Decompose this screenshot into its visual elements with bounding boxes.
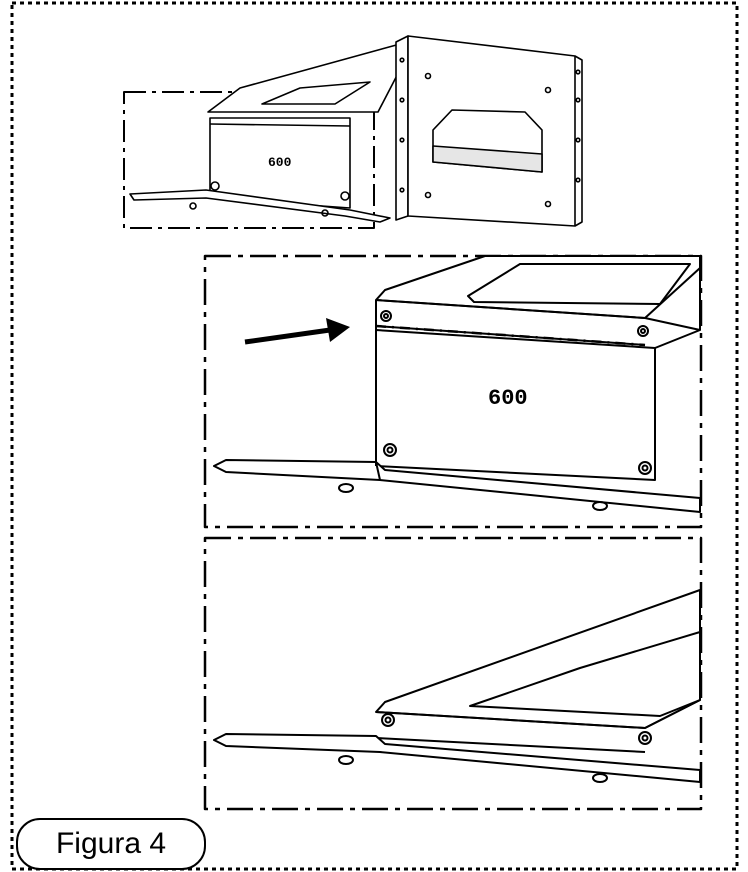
- figure-caption: Figura 4: [16, 818, 206, 870]
- detail-zoom-box-1: [203, 254, 703, 529]
- detail-bottom-rail: [213, 459, 701, 513]
- detail-tray-top: [375, 255, 701, 331]
- detail-illustration-step1: [203, 254, 703, 529]
- side-plate: [209, 117, 351, 209]
- detail-label-600: 600: [488, 386, 528, 411]
- arrow-icon: [244, 318, 350, 345]
- overview-illustration: [123, 35, 583, 229]
- detail-tray-recess: [467, 263, 691, 305]
- tray-recess: [261, 81, 371, 105]
- bottom-rail: [129, 189, 391, 223]
- overview-label-600: 600: [268, 155, 292, 170]
- outer-dashed-frame: [10, 1, 739, 871]
- detail2-tray-recess: [469, 631, 701, 717]
- detail-illustration-step2: [203, 536, 703, 811]
- detail2-tray-top: [375, 589, 701, 729]
- tray-top: [207, 43, 406, 113]
- detail2-bottom-rail: [213, 733, 701, 783]
